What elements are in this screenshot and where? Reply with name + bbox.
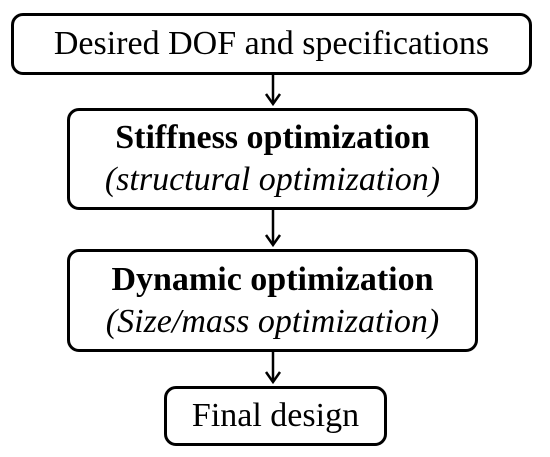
- step-box-dynamic-optimization: Dynamic optimization (Size/mass optimiza…: [67, 249, 478, 352]
- step-title: Desired DOF and specifications: [53, 25, 490, 62]
- step-box-final-design: Final design: [164, 386, 387, 446]
- step-box-stiffness-optimization: Stiffness optimization (structural optim…: [67, 108, 478, 210]
- step-subtitle: (structural optimization): [104, 161, 441, 198]
- arrow-step2-to-step3: [264, 210, 282, 248]
- step-title: Stiffness optimization: [115, 119, 430, 156]
- step-title: Dynamic optimization: [111, 260, 434, 298]
- arrow-step3-to-step4: [264, 352, 282, 385]
- step-title: Final design: [191, 397, 360, 434]
- step-subtitle: (Size/mass optimization): [105, 302, 440, 340]
- arrow-step1-to-step2: [264, 75, 282, 107]
- step-box-desired-dof: Desired DOF and specifications: [11, 13, 532, 75]
